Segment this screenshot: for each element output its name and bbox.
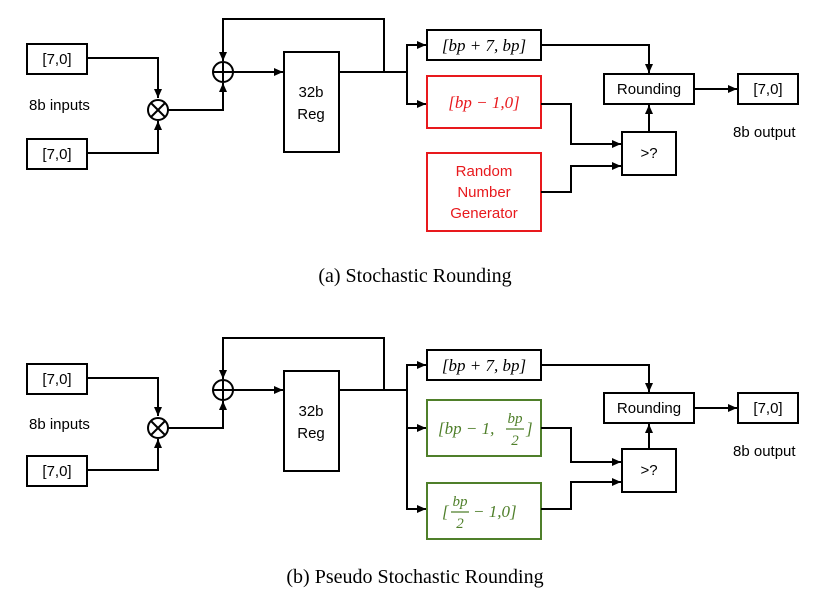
output-label: [7,0] xyxy=(753,400,782,417)
low-range-box: [ bp 2 − 1,0] xyxy=(426,482,542,540)
adder-icon xyxy=(212,61,234,83)
input-b-label: [7,0] xyxy=(42,146,71,163)
mid-range-box: [bp − 1, bp 2 ] xyxy=(426,399,542,457)
compare-label: >? xyxy=(640,462,657,479)
adder-icon xyxy=(212,379,234,401)
register-label-1: 32b xyxy=(298,403,323,420)
register-label-2: Reg xyxy=(297,106,325,123)
rounding-box: Rounding xyxy=(603,73,695,105)
compare-box: >? xyxy=(621,448,677,493)
caption-b: (b) Pseudo Stochastic Rounding xyxy=(286,566,543,588)
mid-range-suffix: ] xyxy=(525,419,533,438)
register-box: 32b Reg xyxy=(283,51,340,153)
random-number-generator-box: Random Number Generator xyxy=(426,152,542,232)
register-label-2: Reg xyxy=(297,425,325,442)
compare-label: >? xyxy=(640,145,657,162)
inputs-label: 8b inputs xyxy=(29,416,90,433)
upper-range-box: [bp + 7, bp] xyxy=(426,29,542,61)
output-box: [7,0] xyxy=(737,73,799,105)
input-b-box: [7,0] xyxy=(26,455,88,487)
rounding-label: Rounding xyxy=(617,81,681,98)
rng-label-2: Number xyxy=(457,184,510,201)
lower-range-label: [bp − 1,0] xyxy=(448,93,519,112)
low-range-numerator: bp xyxy=(453,494,469,510)
output-caption: 8b output xyxy=(733,443,796,460)
output-caption: 8b output xyxy=(733,124,796,141)
upper-range-box: [bp + 7, bp] xyxy=(426,349,542,381)
upper-range-label: [bp + 7, bp] xyxy=(442,356,526,375)
mid-range-denominator: 2 xyxy=(511,433,519,449)
multiplier-icon xyxy=(147,99,169,121)
multiplier-icon xyxy=(147,417,169,439)
input-a-box: [7,0] xyxy=(26,363,88,395)
rng-label-3: Generator xyxy=(450,205,518,222)
inputs-label: 8b inputs xyxy=(29,97,90,114)
panel-stochastic-rounding: [7,0] 8b inputs [7,0] 32b Reg xyxy=(26,18,799,287)
panel-pseudo-stochastic-rounding: [7,0] 8b inputs [7,0] 32b Reg xyxy=(26,337,799,588)
mid-range-prefix: [bp − 1, xyxy=(438,419,494,438)
input-a-box: [7,0] xyxy=(26,43,88,75)
input-b-label: [7,0] xyxy=(42,463,71,480)
register-box: 32b Reg xyxy=(283,370,340,472)
compare-box: >? xyxy=(621,131,677,176)
output-box: [7,0] xyxy=(737,392,799,424)
lower-range-box: [bp − 1,0] xyxy=(426,75,542,129)
input-a-label: [7,0] xyxy=(42,371,71,388)
upper-range-label: [bp + 7, bp] xyxy=(442,36,526,55)
caption-a: (a) Stochastic Rounding xyxy=(318,265,511,287)
low-range-prefix: [ xyxy=(442,502,450,521)
input-b-box: [7,0] xyxy=(26,138,88,170)
low-range-denominator: 2 xyxy=(456,516,464,532)
register-label-1: 32b xyxy=(298,84,323,101)
output-label: [7,0] xyxy=(753,81,782,98)
rng-label-1: Random xyxy=(456,163,513,180)
mid-range-numerator: bp xyxy=(508,411,524,427)
rounding-label: Rounding xyxy=(617,400,681,417)
rounding-box: Rounding xyxy=(603,392,695,424)
low-range-suffix: − 1,0] xyxy=(473,502,517,521)
input-a-label: [7,0] xyxy=(42,51,71,68)
